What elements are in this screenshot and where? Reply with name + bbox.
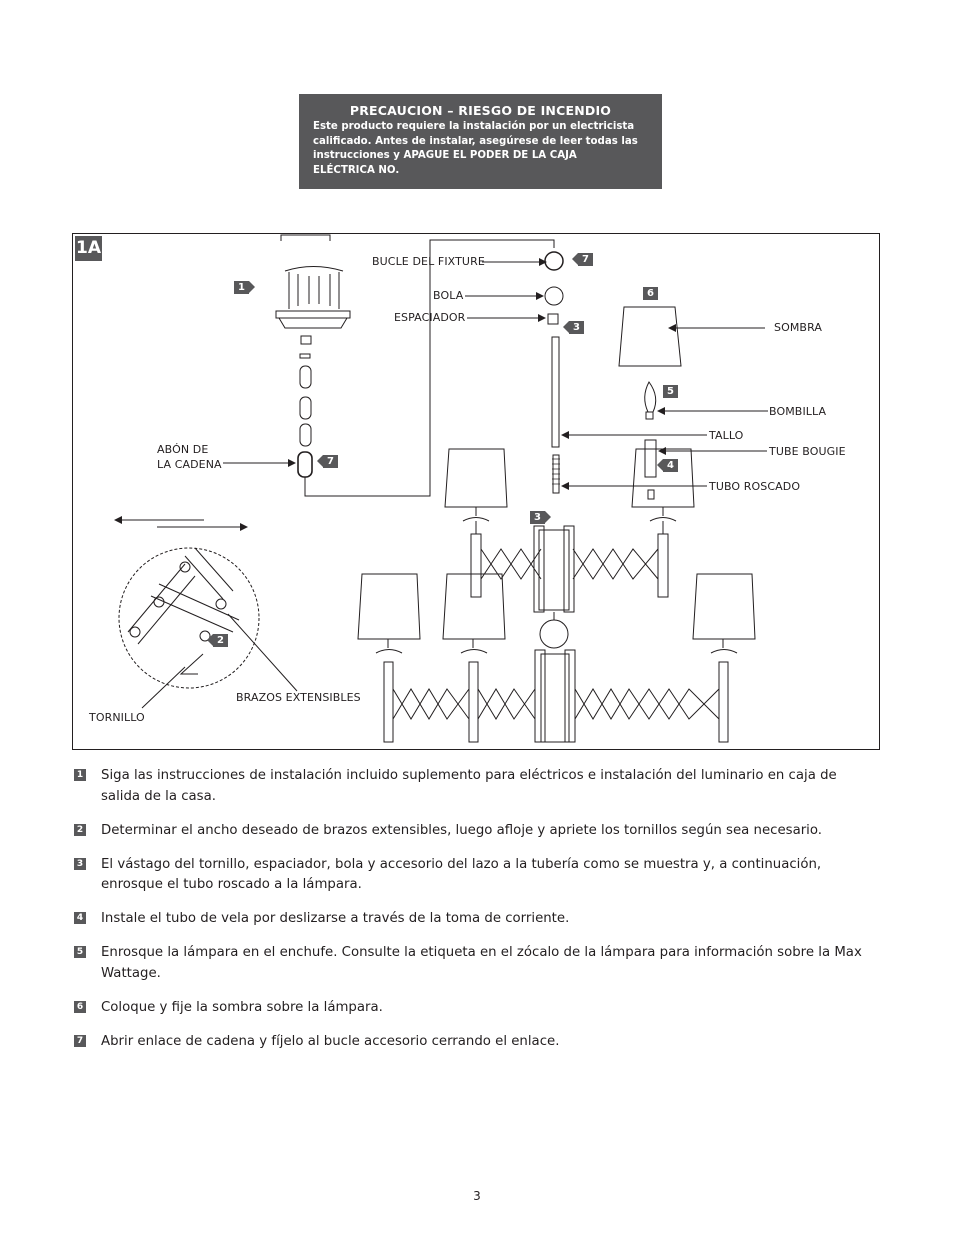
stem-icon bbox=[551, 336, 560, 448]
step-number: 1 bbox=[74, 769, 86, 781]
step-badge-canopy: 1 bbox=[234, 281, 255, 294]
step-text: Coloque y fije la sombra sobre la lámpar… bbox=[101, 999, 383, 1015]
step-number: 5 bbox=[74, 946, 86, 958]
label-threaded-tube: TUBO ROSCADO bbox=[709, 480, 801, 493]
candle-tube-icon bbox=[644, 439, 657, 478]
page-number: 3 bbox=[473, 1189, 481, 1203]
step-badge-spacer: 3 bbox=[569, 321, 584, 334]
badge-number: 3 bbox=[573, 322, 580, 333]
step-badge-candle-tube: 4 bbox=[663, 459, 678, 472]
chandelier-body-icon bbox=[357, 448, 756, 743]
label-bulb: BOMBILLA bbox=[769, 405, 827, 418]
figure-tag: 1A bbox=[75, 236, 102, 261]
warning-line: Este producto requiere la instalación po… bbox=[313, 121, 635, 132]
label-chain-link-2: LA CADENA bbox=[157, 458, 222, 471]
chain-icon bbox=[297, 335, 313, 478]
label-screw: TORNILLO bbox=[89, 711, 145, 724]
step-text: Enrosque la lámpara en el enchufe. Consu… bbox=[101, 945, 862, 981]
step-item: 6 Coloque y fije la sombra sobre la lámp… bbox=[74, 998, 874, 1019]
step-text: Abrir enlace de cadena y fíjelo al bucle… bbox=[101, 1033, 560, 1049]
label-fixture-loop: BUCLE DEL FIXTURE bbox=[372, 255, 485, 268]
shade-part-icon bbox=[618, 306, 682, 367]
step-badge-chain: 7 bbox=[323, 455, 338, 468]
warning-line: calificado. Antes de instalar, asegúrese… bbox=[313, 135, 638, 147]
step-text: Determinar el ancho deseado de brazos ex… bbox=[101, 822, 823, 838]
instruction-steps: 1 Siga las instrucciones de instalación … bbox=[74, 766, 874, 1066]
assembly-figure: 1A bbox=[72, 233, 880, 750]
badge-number: 7 bbox=[582, 254, 589, 265]
step-number: 3 bbox=[74, 857, 86, 870]
label-candle-tube: TUBE BOUGIE bbox=[769, 445, 846, 458]
step-item: 5 Enrosque la lámpara en el enchufe. Con… bbox=[74, 943, 874, 984]
badge-number: 4 bbox=[667, 460, 674, 471]
warning-title: PRECAUCION – RIESGO DE INCENDIO bbox=[349, 103, 612, 118]
step-number: 4 bbox=[74, 912, 86, 924]
step-badge-bulb: 5 bbox=[663, 385, 678, 398]
step-item: 4 Instale el tubo de vela por deslizarse… bbox=[74, 909, 874, 930]
label-stem: TALLO bbox=[709, 429, 744, 442]
step-item: 3 El vástago del tornillo, espaciador, b… bbox=[74, 855, 874, 896]
extending-arm-detail-icon bbox=[127, 547, 240, 675]
detail-circle bbox=[118, 547, 260, 689]
ball-icon bbox=[544, 286, 564, 306]
junction-box-icon bbox=[280, 234, 331, 241]
step-badge-loop: 7 bbox=[578, 253, 593, 266]
step-item: 2 Determinar el ancho deseado de brazos … bbox=[74, 821, 874, 842]
step-text: Siga las instrucciones de instalación in… bbox=[101, 768, 837, 804]
step-badge-body: 3 bbox=[530, 511, 551, 524]
step-number: 6 bbox=[74, 1000, 86, 1013]
bulb-icon bbox=[644, 381, 657, 413]
step-item: 7 Abrir enlace de cadena y fíjelo al buc… bbox=[74, 1032, 874, 1053]
fire-warning-box: PRECAUCION – RIESGO DE INCENDIO Este pro… bbox=[299, 94, 662, 189]
fixture-loop-icon bbox=[544, 251, 564, 271]
step-number: 2 bbox=[74, 823, 86, 836]
warning-body: Este producto requiere la instalación po… bbox=[313, 120, 648, 178]
label-shade: SOMBRA bbox=[774, 321, 822, 334]
warning-line: instrucciones y APAGUE EL PODER DE LA CA… bbox=[313, 150, 577, 162]
label-ball: BOLA bbox=[433, 289, 464, 302]
step-badge-shade: 6 bbox=[643, 287, 658, 300]
canopy-icon bbox=[275, 266, 351, 329]
step-item: 1 Siga las instrucciones de instalación … bbox=[74, 766, 874, 807]
warning-line: ELÉCTRICA NO. bbox=[313, 164, 400, 176]
badge-number: 7 bbox=[327, 456, 334, 467]
badge-number: 2 bbox=[217, 635, 224, 646]
step-number: 7 bbox=[74, 1034, 86, 1047]
label-extending-arms: BRAZOS EXTENSIBLES bbox=[236, 691, 361, 704]
step-text: El vástago del tornillo, espaciador, bol… bbox=[101, 856, 822, 893]
step-badge-arms: 2 bbox=[213, 634, 228, 647]
label-chain-link-1: ABÓN DE bbox=[157, 443, 209, 456]
chandelier-diagram bbox=[114, 234, 768, 743]
spacer-icon bbox=[547, 313, 559, 325]
label-spacer: ESPACIADOR bbox=[394, 311, 466, 324]
step-text: Instale el tubo de vela por deslizarse a… bbox=[101, 911, 570, 926]
